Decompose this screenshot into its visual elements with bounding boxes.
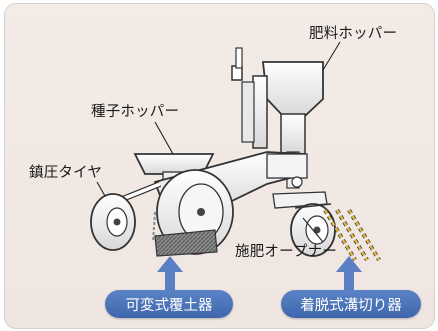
leader-lines [96,41,341,243]
fertilizer-hopper-label: 肥料ホッパー [309,26,398,42]
variable-covering-callout: 可変式覆土器 [105,290,233,318]
press-wheel-label: 鎮圧タイヤ [29,165,103,181]
covering-device-shape [152,211,218,257]
fertilizer-opener-label: 施肥オープナー [235,244,338,260]
arrow-furrow-icon [336,256,362,292]
press-wheel-shape [90,181,162,251]
diagram-frame: 肥料ホッパー 種子ホッパー 鎮圧タイヤ 施肥オープナー 可変式覆土器 着脱式溝切… [4,3,435,329]
furrow-tines-shape [323,208,381,262]
seed-hopper-label: 種子ホッパー [91,104,180,120]
arrow-covering-icon [157,256,183,292]
detachable-furrow-callout: 着脱式溝切り器 [281,290,421,318]
planter-illustration [90,41,381,292]
